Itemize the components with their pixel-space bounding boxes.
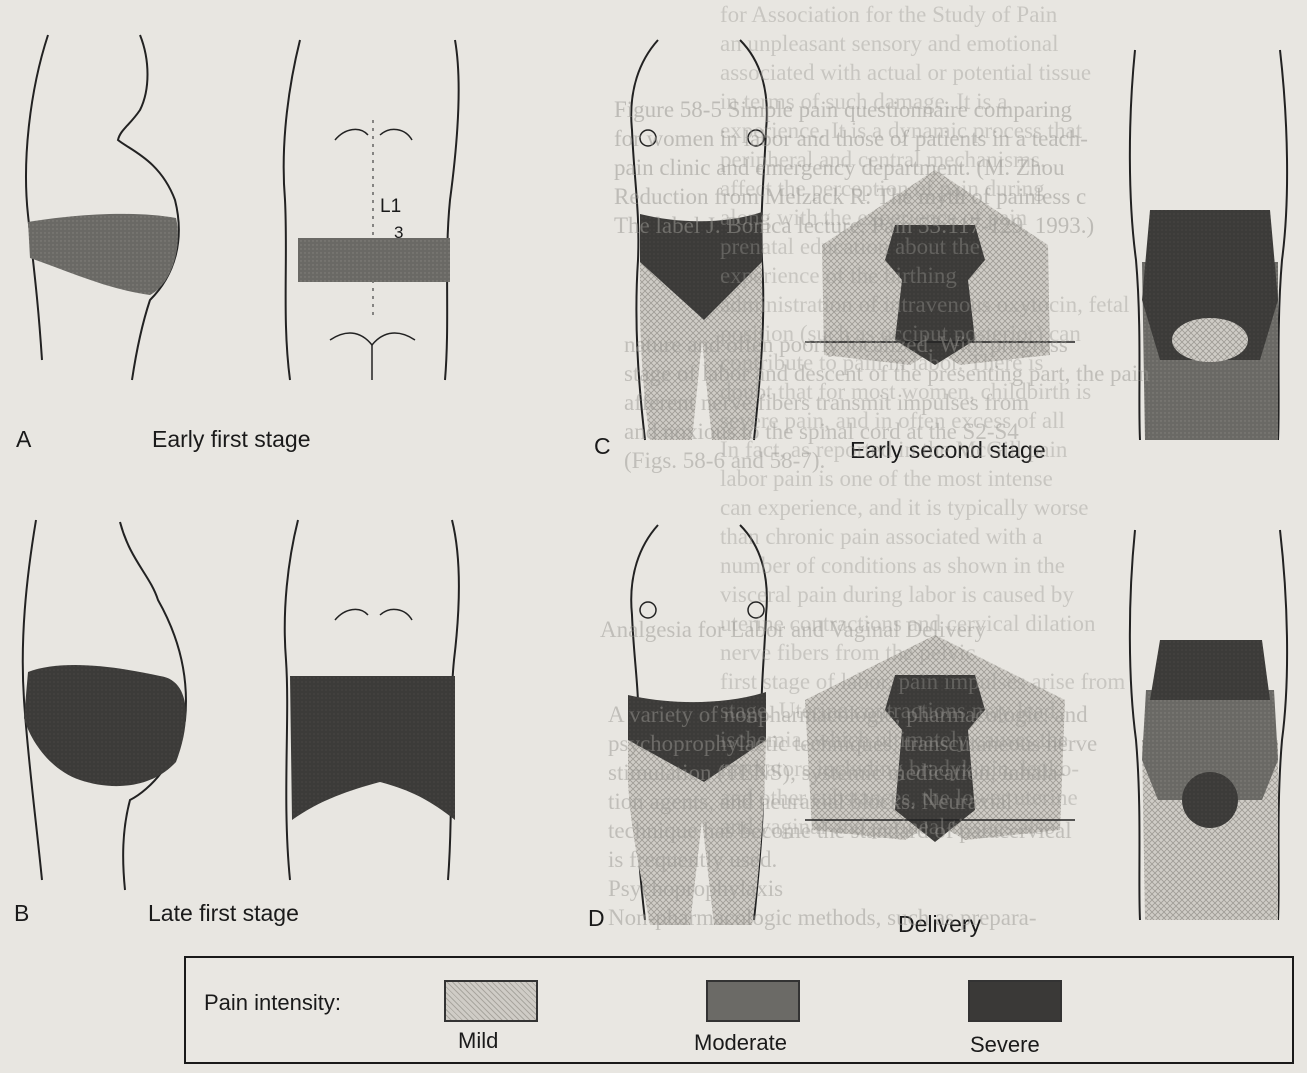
figure-a-back: L1 3: [284, 40, 459, 380]
panel-letter-a: A: [16, 426, 31, 453]
pain-region-severe: [24, 665, 186, 786]
pain-intensity-legend: Pain intensity: Mild Moderate Severe: [184, 956, 1294, 1064]
pain-region-severe: [290, 676, 455, 820]
spine-label-3: 3: [394, 223, 403, 242]
legend-label-mild: Mild: [458, 1028, 498, 1054]
spine-label-l1: L1: [380, 196, 401, 217]
legend-swatch-mild: [444, 980, 538, 1022]
legend-swatch-severe: [968, 980, 1062, 1022]
panel-letter-d: D: [588, 905, 605, 932]
background-text-right: for Association for the Study of Pain an…: [720, 0, 1307, 841]
legend-title: Pain intensity:: [204, 990, 341, 1016]
panel-letter-c: C: [594, 433, 611, 460]
legend-swatch-moderate: [706, 980, 800, 1022]
legend-label-severe: Severe: [970, 1032, 1040, 1058]
panel-stage-b: Late first stage: [148, 900, 299, 927]
pain-region-moderate: [298, 238, 450, 282]
figure-b-side: [23, 520, 186, 890]
panel-letter-b: B: [14, 900, 29, 927]
legend-label-moderate: Moderate: [694, 1030, 787, 1056]
panel-stage-a: Early first stage: [152, 426, 311, 453]
pain-region-moderate: [28, 214, 178, 295]
figure-a-side: [26, 35, 179, 380]
figure-b-back: [285, 520, 459, 880]
